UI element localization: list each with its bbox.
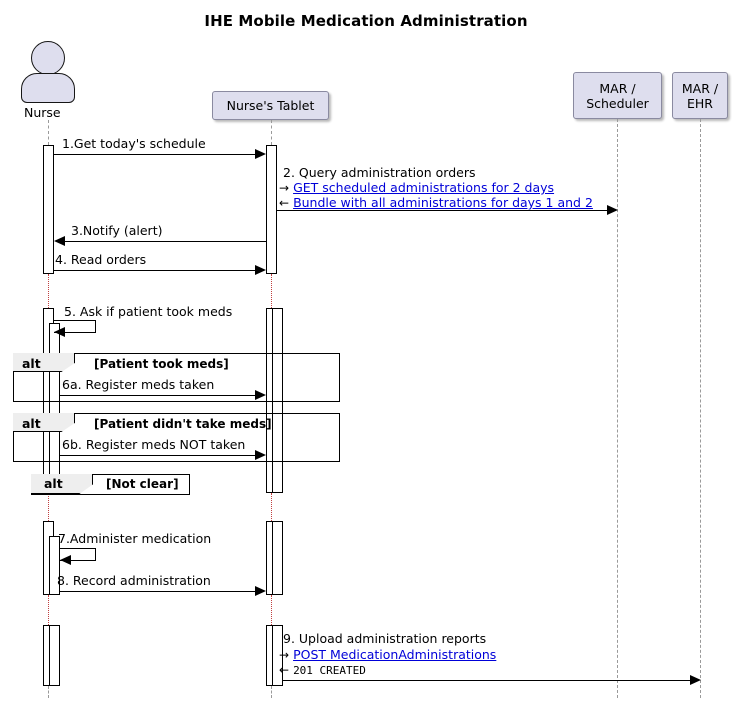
lifeline-nurse-seg3 <box>48 493 49 521</box>
message-2-line <box>277 210 610 211</box>
lifeline-tablet-seg3 <box>271 493 272 521</box>
message-6a-arrowhead <box>255 390 266 400</box>
participant-mar-ehr-label-line1: MAR / <box>681 80 719 96</box>
lifeline-nurse-seg5 <box>48 686 49 698</box>
activation-nurse-3-nested <box>49 536 60 595</box>
message-8-line <box>60 591 258 592</box>
lifeline-nurse-seg2 <box>48 274 49 308</box>
message-1-line <box>54 154 258 155</box>
alt-tab-1-keyword: alt <box>22 356 41 371</box>
activation-nurse-2-nested <box>49 323 60 493</box>
lifeline-tablet-seg1 <box>271 120 272 145</box>
message-2-arrowhead <box>607 205 618 215</box>
alt-condition-2: [Patient didn't take meds] <box>94 417 272 431</box>
message-9-label: 9. Upload administration reports <box>283 631 487 646</box>
message-5-arrowhead <box>54 327 65 337</box>
message-6a-line <box>60 395 258 396</box>
actor-nurse-head <box>31 41 65 75</box>
message-9-arrowhead <box>690 675 701 685</box>
participant-mar-ehr-label-line2: EHR <box>687 95 713 111</box>
message-3-label: 3.Notify (alert) <box>71 223 163 238</box>
lifeline-tablet-seg4 <box>271 595 272 625</box>
activation-nurse-4-nested <box>49 625 60 686</box>
message-1-label: 1.Get today's schedule <box>62 136 206 151</box>
alt-tab-3 <box>31 474 93 494</box>
message-4-line <box>54 270 258 271</box>
message-8-arrowhead <box>255 586 266 596</box>
message-7-self-loop <box>60 548 96 561</box>
activation-tablet-1 <box>266 145 277 274</box>
alt-tab-1 <box>13 353 75 372</box>
participant-nurses-tablet-label: Nurse's Tablet <box>226 98 315 113</box>
actor-nurse-body <box>21 73 75 103</box>
message-9-request-row: → POST MedicationAdministrations <box>279 647 496 663</box>
arrow-left-icon: ← <box>279 196 290 210</box>
activation-tablet-2-nested <box>272 308 283 493</box>
message-7-arrowhead <box>60 555 71 565</box>
activation-nurse-1 <box>43 145 54 274</box>
message-6b-line <box>60 455 258 456</box>
message-5-label: 5. Ask if patient took meds <box>64 304 233 319</box>
message-9-request-link[interactable]: POST MedicationAdministrations <box>293 647 497 662</box>
alt-frame-1 <box>13 353 340 402</box>
message-6b-label: 6b. Register meds NOT taken <box>62 437 246 452</box>
alt-tab-2 <box>13 413 75 432</box>
alt-frame-2 <box>13 413 340 462</box>
arrow-right-icon: → <box>279 648 290 662</box>
lifeline-nurse-seg4 <box>48 595 49 625</box>
arrow-right-icon: → <box>279 181 290 195</box>
activation-tablet-4-nested <box>272 625 283 686</box>
message-4-label: 4. Read orders <box>55 252 147 267</box>
message-9-response-status: 201 CREATED <box>293 664 366 677</box>
message-9-response-row: ← 201 CREATED <box>279 663 366 678</box>
alt-tab-3-keyword: alt <box>44 476 63 491</box>
participant-mar-scheduler-label-line2: Scheduler <box>586 95 649 111</box>
message-2-response-row: ← Bundle with all administrations for da… <box>279 195 593 211</box>
message-2-request-link[interactable]: GET scheduled administrations for 2 days <box>293 180 555 195</box>
message-7-label: 7.Administer medication <box>58 531 212 546</box>
diagram-title: IHE Mobile Medication Administration <box>204 12 528 30</box>
participant-mar-scheduler[interactable]: MAR / Scheduler <box>573 72 662 119</box>
message-6b-arrowhead <box>255 450 266 460</box>
message-2-label: 2. Query administration orders <box>283 165 476 180</box>
message-5-self-loop <box>54 320 96 333</box>
message-3-line <box>64 241 266 242</box>
alt-condition-1: [Patient took meds] <box>94 357 229 371</box>
message-8-label: 8. Record administration <box>57 573 211 588</box>
message-4-arrowhead <box>255 265 266 275</box>
lifeline-tablet-seg2 <box>271 274 272 308</box>
message-2-request-row: → GET scheduled administrations for 2 da… <box>279 180 554 196</box>
participant-nurses-tablet[interactable]: Nurse's Tablet <box>212 91 329 120</box>
lifeline-mar-ehr <box>700 119 701 698</box>
activation-tablet-3-nested <box>272 521 283 595</box>
lifeline-nurse-seg1 <box>48 120 49 145</box>
actor-nurse-label: Nurse <box>24 105 61 120</box>
message-6a-label: 6a. Register meds taken <box>62 377 215 392</box>
lifeline-tablet-seg5 <box>271 686 272 698</box>
lifeline-mar-scheduler <box>617 119 618 698</box>
message-9-line <box>283 680 693 681</box>
message-2-response-link[interactable]: Bundle with all administrations for days… <box>293 195 593 210</box>
message-3-arrowhead <box>54 236 65 246</box>
participant-mar-scheduler-label-line1: MAR / <box>599 80 636 96</box>
participant-mar-ehr[interactable]: MAR / EHR <box>672 72 728 119</box>
alt-tab-2-keyword: alt <box>22 416 41 431</box>
message-1-arrowhead <box>255 149 266 159</box>
arrow-left-icon: ← <box>279 663 290 677</box>
alt-condition-3: [Not clear] <box>106 477 179 491</box>
